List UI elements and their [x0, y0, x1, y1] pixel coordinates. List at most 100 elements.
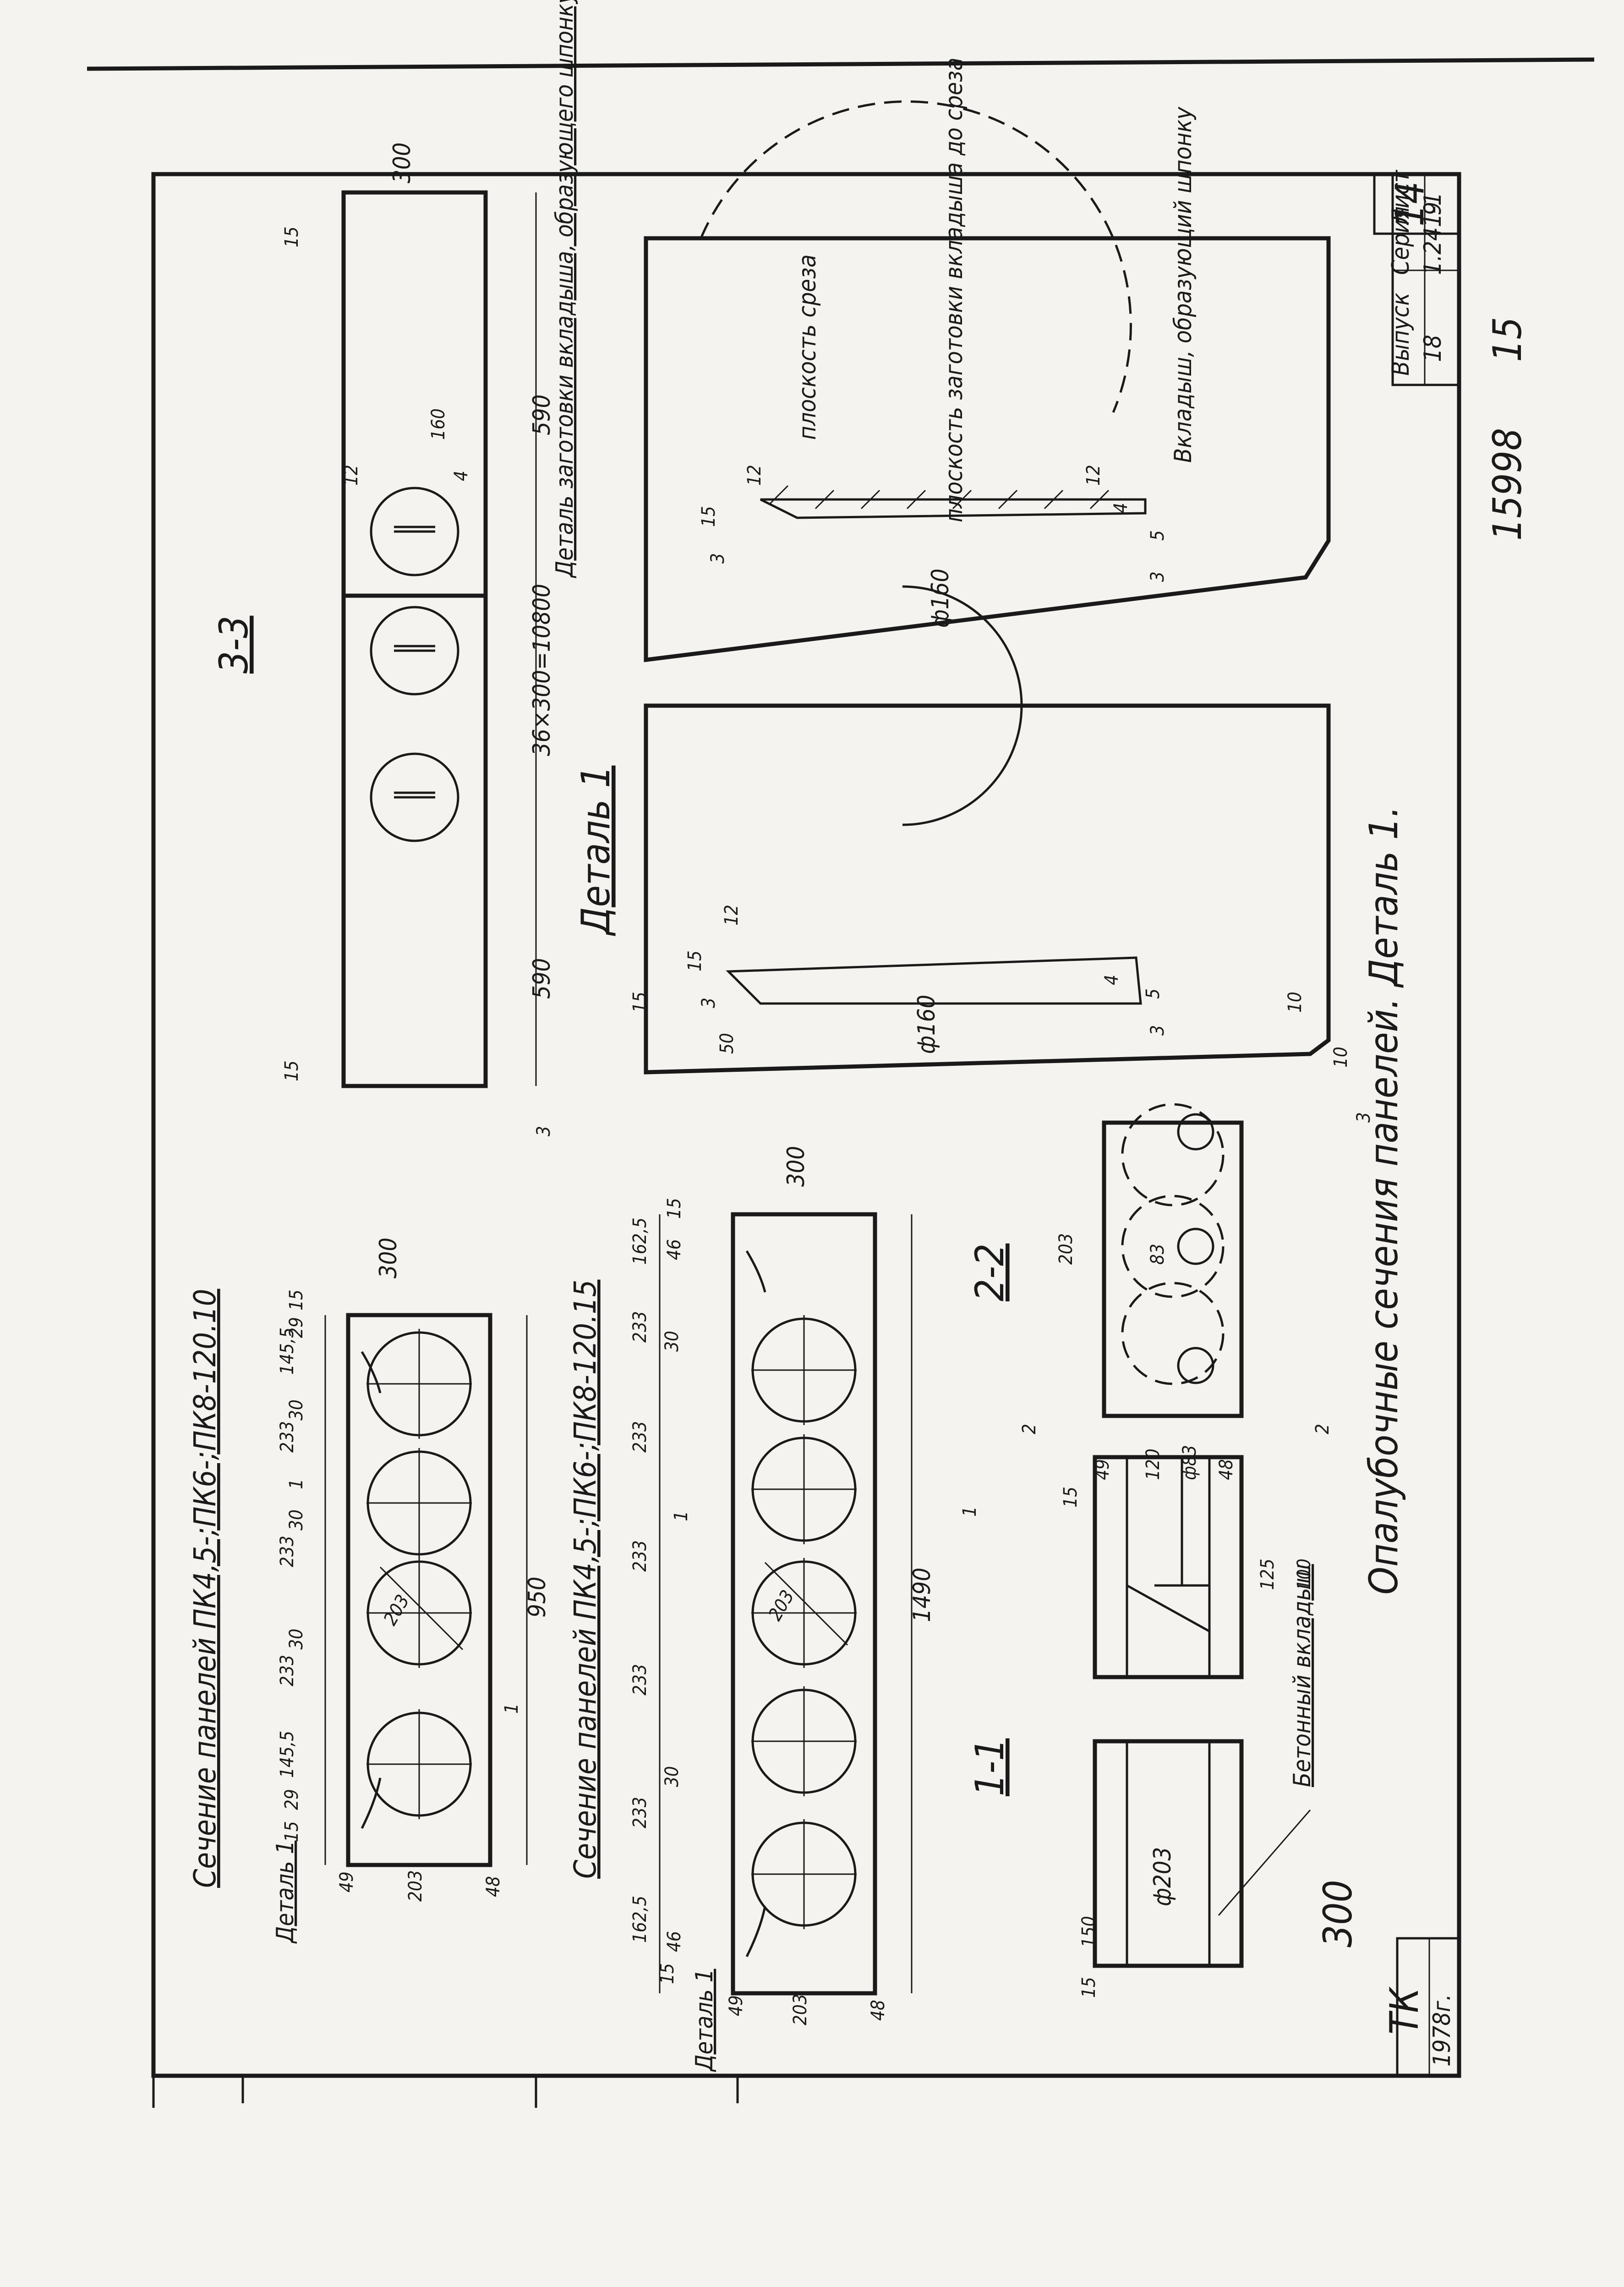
section-a-cut-mark: 1 [501, 1703, 522, 1714]
note-cut-plane: плоскость среза [794, 254, 821, 440]
concrete-insert-label: Бетонный вкладыш [1289, 1564, 1316, 1787]
section-2-2-label: 2-2 [967, 1244, 1013, 1301]
dim-b-233-3: 233 [629, 1540, 651, 1572]
dim-b-49: 49 [726, 1995, 747, 2016]
dim-a-30-1: 30 [286, 1629, 307, 1650]
insert-blank-caption: Деталь заготовки вкладыша, образующего ш… [551, 0, 579, 578]
section-1-1-dia: ф203 [1149, 1847, 1176, 1906]
dim-b-30r: 30 [662, 1331, 683, 1352]
dim-a-49: 49 [336, 1871, 357, 1892]
section-2-2: 2-2 203 83 [967, 1103, 1244, 1418]
dim-b-15l: 15 [657, 1963, 678, 1984]
dim-a-15r: 15 [286, 1289, 307, 1311]
dim-b-203: 203 [790, 1994, 811, 2025]
dim-11-48: 48 [1216, 1459, 1237, 1480]
dim-b-233-1: 233 [629, 1797, 651, 1828]
dim-a-29r: 29 [286, 1317, 307, 1338]
dim-11-15a: 15 [1078, 1977, 1099, 1998]
section-b: Сечение панелей ПК4,5-;ПК6-;ПК8-120.15 Д… [568, 1146, 980, 2072]
dim-b-15r: 15 [664, 1198, 685, 1219]
dim-11-f83: ф83 [1179, 1445, 1200, 1480]
dim-b-233-2: 233 [629, 1664, 651, 1695]
dim-d1-4: 4 [1101, 975, 1122, 985]
title-block: Серия 1.241-1 Выпуск 18 Лист 9 [1387, 170, 1460, 386]
dim-a-145r: 145,5 [277, 1327, 298, 1375]
dim-d1-15b: 15 [684, 950, 705, 971]
org-year-box: ТК 1978г. [1382, 1937, 1460, 2077]
dim-33-repeat: 36×300=10800 [528, 584, 556, 756]
dim-33-4: 4 [451, 471, 472, 481]
dim-d1-3b: 3 [1147, 1025, 1168, 1036]
stamp-suffix: 15 [1485, 317, 1531, 362]
dim-33-12: 12 [341, 465, 362, 486]
dim-ins-f160: ф160 [927, 569, 954, 628]
section-b-detail-ref: Деталь 1 [691, 1969, 718, 2072]
dim-ins-15: 15 [698, 506, 719, 527]
section-1-1: 1-1 ф203 15 150 49 120 ф83 48 15 125 100… [967, 1424, 1361, 1998]
dim-d1-10a: 10 [1285, 992, 1306, 1013]
dim-a-30-2: 30 [286, 1509, 307, 1530]
dim-33-590r: 590 [528, 395, 556, 435]
cut-mark-3b: 3 [1353, 1112, 1374, 1123]
dim-a-233-2: 233 [277, 1536, 298, 1567]
dim-33-15r: 15 [281, 226, 302, 247]
issue-label: Выпуск [1387, 293, 1415, 376]
cut-mark-2b: 2 [1312, 1424, 1333, 1434]
dim-b-233-4: 233 [629, 1421, 651, 1453]
dim-d1-10b: 10 [1330, 1047, 1351, 1068]
dim-d1-12: 12 [721, 905, 742, 926]
dim-a-30-3: 30 [286, 1399, 307, 1420]
section-a-height: 300 [375, 1238, 402, 1278]
dim-11-125: 125 [1257, 1558, 1278, 1590]
section-1-1-height: 300 [1315, 1880, 1361, 1947]
dim-ins-3b: 3 [1147, 571, 1168, 582]
top-edge-line [87, 57, 1595, 71]
series-value: 1.241-1 [1419, 192, 1447, 275]
dim-a-233-3: 233 [277, 1421, 298, 1453]
section-b-title: Сечение панелей ПК4,5-;ПК6-;ПК8-120.15 [568, 1280, 603, 1879]
dim-b-30l: 30 [662, 1766, 683, 1787]
dim-d1-f160: ф160 [913, 995, 940, 1054]
year: 1978г. [1428, 1994, 1456, 2067]
dim-11-150: 150 [1078, 1916, 1099, 1947]
dim-11-120: 120 [1143, 1448, 1164, 1480]
dim-33-160: 160 [428, 408, 449, 440]
dim-22-203: 203 [1055, 1233, 1077, 1265]
dim-d1-5: 5 [1143, 988, 1164, 999]
dim-33-300: 300 [388, 143, 416, 183]
note-insert-key: Вкладыш, образующий шпонку [1170, 106, 1197, 463]
dim-a-145l: 145,5 [277, 1731, 298, 1778]
dim-a-29l: 29 [281, 1789, 302, 1810]
dim-a-203: 203 [405, 1870, 426, 1902]
section-a-void-dia: 203 [380, 1591, 414, 1629]
drawing-frame [151, 172, 1461, 2078]
drawing-title: Опалубочные сечения панелей. Деталь 1. [1361, 806, 1407, 1595]
section-a-title: Сечение панелей ПК4,5-;ПК6-;ПК8-120.10 [187, 1289, 223, 1888]
dim-22-83: 83 [1147, 1244, 1168, 1265]
org-code: ТК [1382, 1986, 1427, 2035]
insert-detail: 3 15 12 ф160 12 4 5 3 плоскость среза пл… [644, 58, 1331, 663]
note-blank-plane: плоскость заготовки вкладыша до среза [940, 58, 968, 522]
stamp-number: 15998 [1485, 428, 1531, 541]
dim-33-590l: 590 [528, 958, 556, 999]
dim-b-162r: 162,5 [629, 1218, 651, 1265]
section-3-3-label: 3-3 [211, 616, 257, 674]
sheet-value: 9 [1419, 202, 1447, 215]
issue-value: 18 [1419, 335, 1447, 362]
section-b-height: 300 [782, 1146, 810, 1187]
dim-33-15l: 15 [281, 1060, 302, 1081]
dim-11-49: 49 [1092, 1459, 1113, 1480]
dim-a-233-1: 233 [277, 1655, 298, 1686]
dim-a-48: 48 [483, 1876, 504, 1897]
series-label: Серия [1387, 206, 1415, 275]
dim-b-1: 1 [671, 1511, 692, 1521]
section-a-detail-ref: Деталь 1 [272, 1841, 299, 1944]
section-b-void-dia: 203 [765, 1587, 798, 1624]
dim-a-15l: 15 [281, 1821, 302, 1842]
dim-b-233-5: 233 [629, 1311, 651, 1343]
section-a-total-width: 950 [524, 1577, 551, 1618]
sheet-label: Лист [1387, 170, 1415, 225]
dim-ins-12b: 12 [1083, 465, 1104, 486]
dim-d1-15a: 15 [629, 992, 651, 1013]
